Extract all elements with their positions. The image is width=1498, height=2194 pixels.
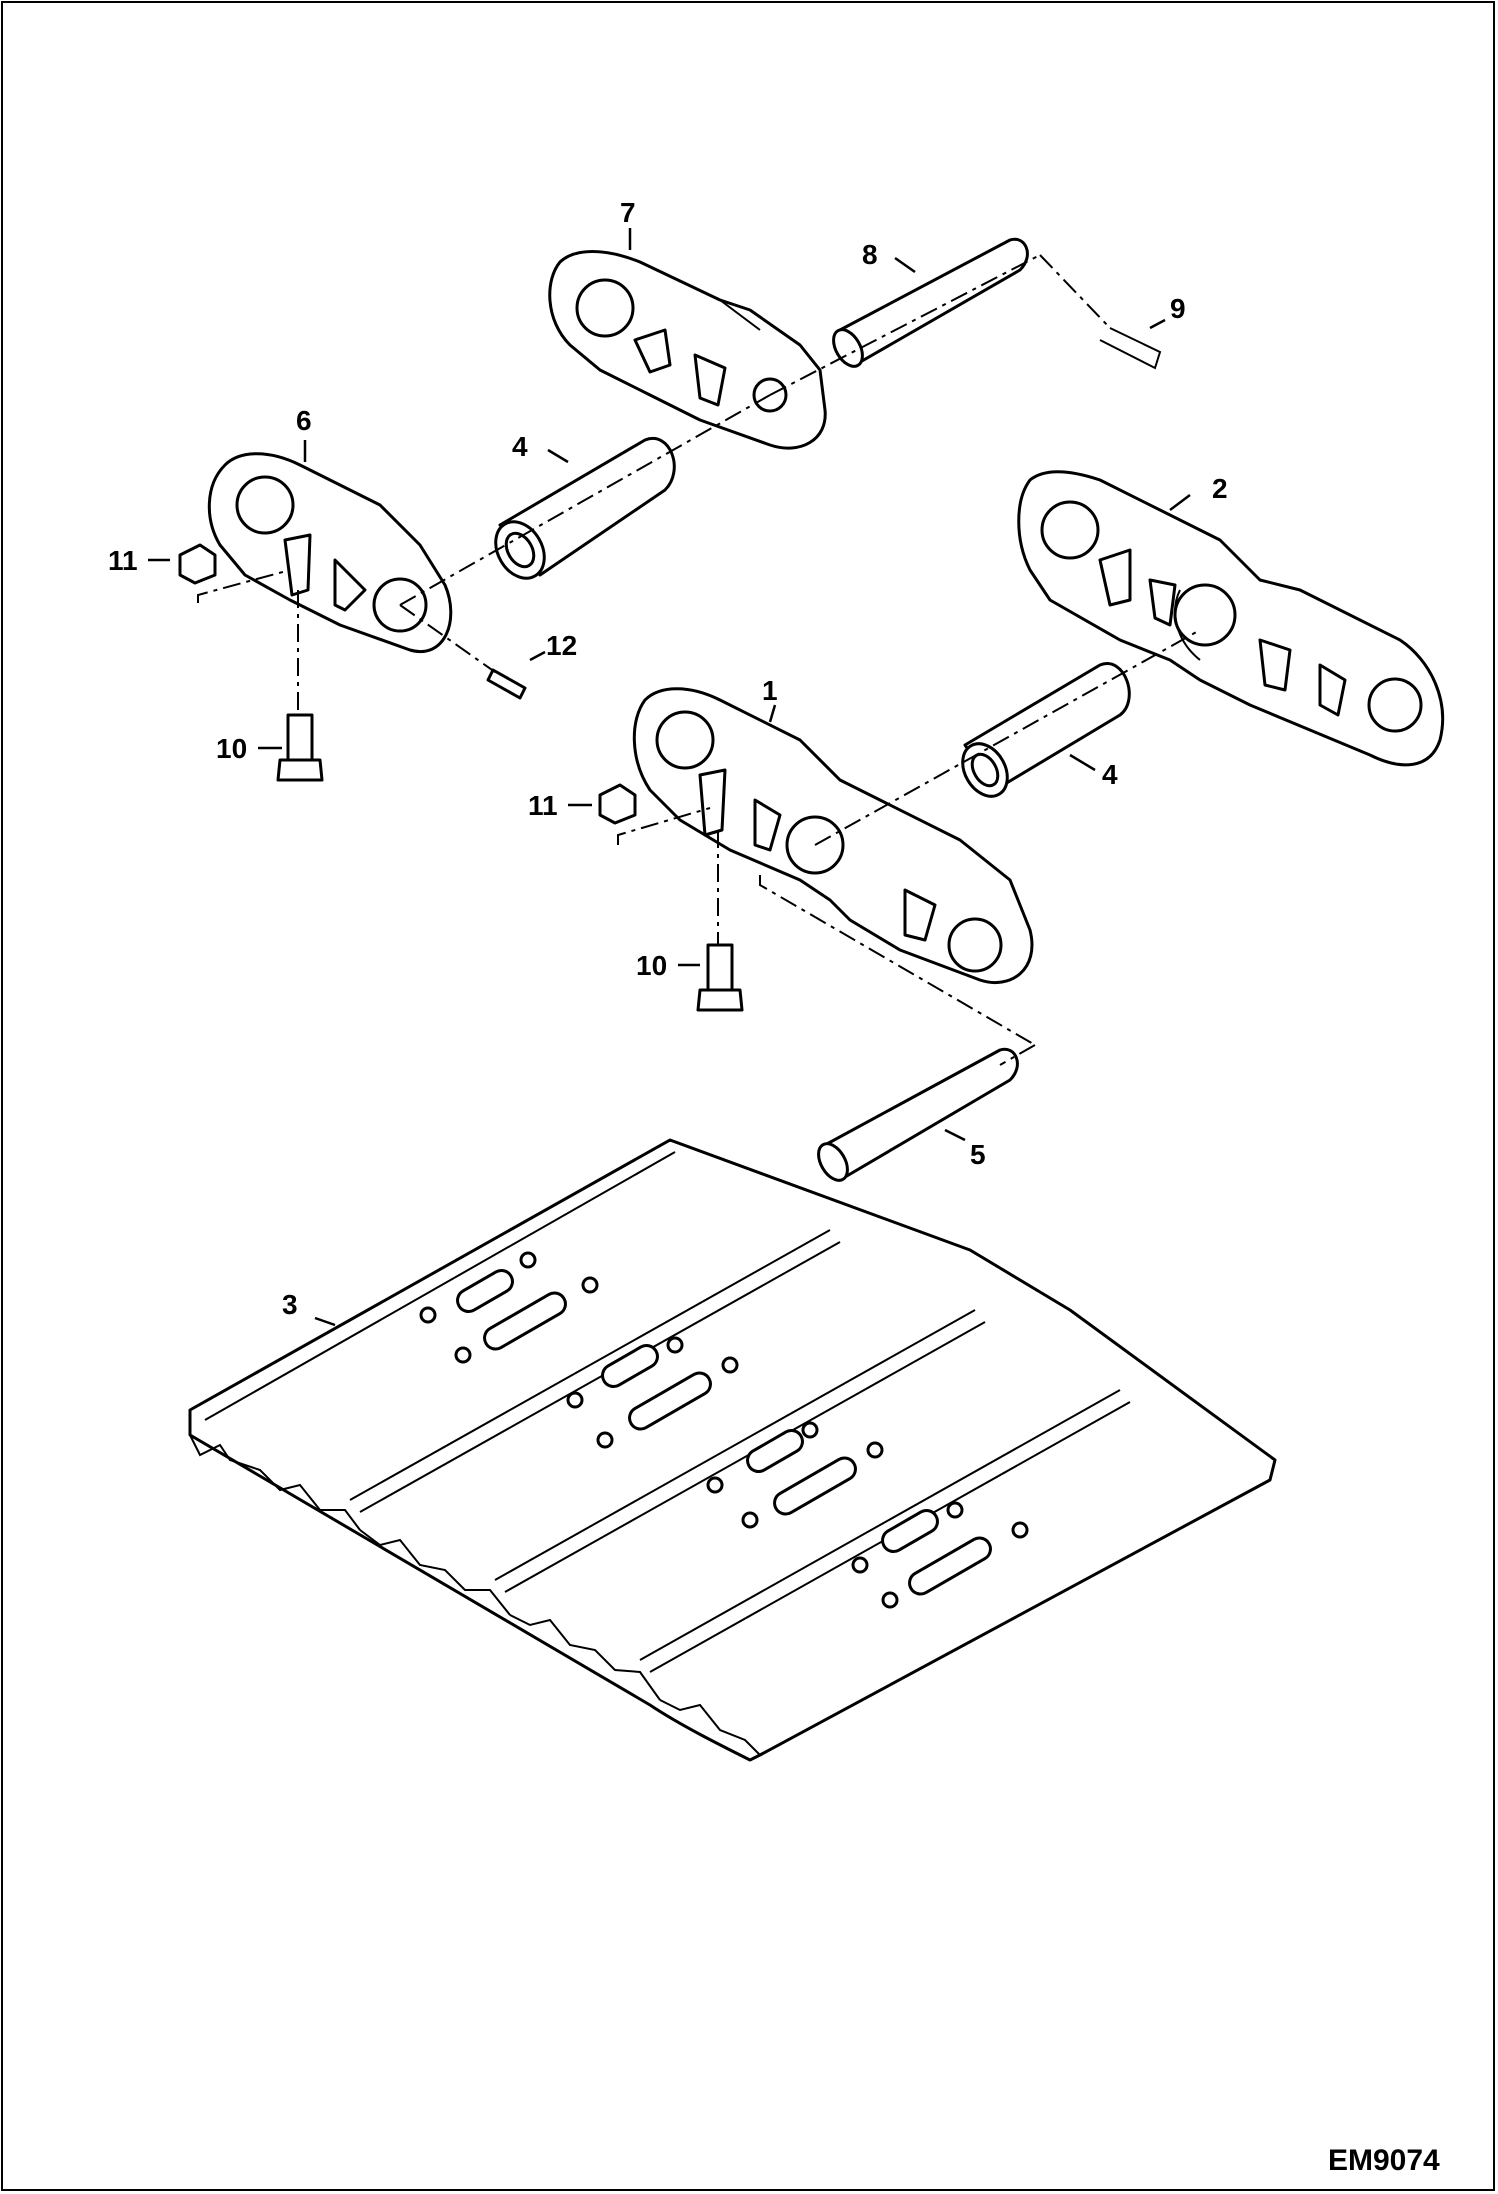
figure-code: EM9074 — [1328, 2144, 1440, 2177]
callout-10-left: 10 — [216, 733, 247, 764]
bolt-10-left — [276, 713, 324, 782]
callout-9: 9 — [1170, 293, 1186, 324]
nut-11-left — [178, 543, 217, 585]
track-shoes-3 — [188, 1138, 1277, 1762]
callout-10-right: 10 — [636, 950, 667, 981]
callout-6: 6 — [296, 405, 312, 436]
callout-11-right: 11 — [528, 790, 558, 821]
callout-leaders — [148, 228, 1191, 1327]
callout-5: 5 — [970, 1139, 986, 1170]
bushing-4-upper — [494, 436, 676, 580]
assembly-lines — [197, 254, 1201, 1066]
track-link-1 — [632, 687, 1034, 985]
callout-12: 12 — [546, 630, 577, 661]
callout-4-upper: 4 — [512, 431, 528, 462]
spring-pin-12 — [486, 668, 527, 700]
callout-7: 7 — [620, 197, 636, 228]
pin-8 — [832, 237, 1029, 368]
pin-5 — [817, 1047, 1019, 1182]
callout-2: 2 — [1212, 473, 1228, 504]
callout-3: 3 — [282, 1289, 298, 1320]
callout-labels: 1 2 3 4 4 5 6 7 8 9 10 10 11 11 12 — [108, 197, 1228, 1320]
track-link-2 — [1017, 470, 1445, 767]
callout-8: 8 — [862, 239, 878, 270]
callout-1: 1 — [762, 675, 778, 706]
nut-11-right — [598, 783, 637, 825]
callout-11-left: 11 — [108, 545, 138, 576]
track-link-6 — [207, 452, 453, 654]
track-link-7 — [548, 250, 827, 450]
cotter-pin-9 — [1099, 327, 1162, 370]
callout-4-lower: 4 — [1102, 759, 1118, 790]
bolt-10-right — [696, 943, 744, 1012]
